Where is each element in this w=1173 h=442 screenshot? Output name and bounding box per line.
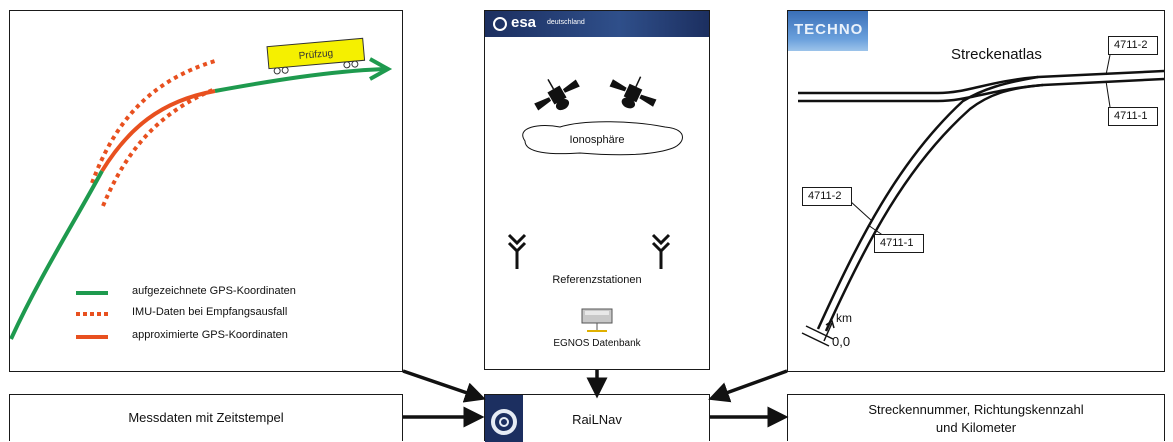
train-icon: Prüfzug <box>266 37 366 75</box>
railnav-label: RaiLNav <box>572 412 622 427</box>
origin-label: 0,0 <box>832 334 851 349</box>
satellite-icon-right <box>609 76 657 109</box>
track-label-top-2 <box>1108 36 1158 55</box>
ionosphere-cloud <box>522 121 683 156</box>
track-label-left-1-text: 4711-1 <box>880 237 914 249</box>
imu-curve-outer <box>90 59 216 184</box>
track-label-top-1 <box>1108 107 1158 126</box>
gps-track-drawing: Prüfzug <box>10 37 393 340</box>
recorded-track-lower <box>10 170 104 340</box>
esa-drawing <box>507 76 683 332</box>
streckenatlas-panel: TECHNO Streckenatlas 4711-2 4711-1 4711-… <box>787 10 1165 372</box>
imu-curve-inner <box>101 87 216 207</box>
esa-logo-subtext: deutschland <box>547 19 585 26</box>
railnav-box: RaiLNav <box>484 394 710 442</box>
legend-label-approx: approximierte GPS-Koordinaten <box>132 329 288 341</box>
database-icon <box>581 308 613 332</box>
legend-label-recorded: aufgezeichnete GPS-Koordinaten <box>132 285 296 297</box>
reference-stations-label: Referenzstationen <box>552 274 642 286</box>
result-label-line1: Streckennummer, Richtungskennzahl <box>868 402 1084 417</box>
techno-logo-text: TECHNO <box>794 21 864 38</box>
track-label-left-2-text: 4711-2 <box>808 190 842 202</box>
approx-segment <box>100 89 216 173</box>
train-label: Prüfzug <box>298 48 333 62</box>
arrow-gps-to-railnav <box>402 369 486 403</box>
esa-panel: esa deutschland <box>484 10 710 370</box>
ionosphere-label: Ionosphäre <box>569 134 625 146</box>
track-arrowhead <box>369 57 393 81</box>
result-box: Streckennummer, Richtungskennzahl und Ki… <box>787 394 1165 441</box>
measurement-data-label: Messdaten mit Zeitstempel <box>128 410 284 425</box>
arrow-atlas-to-railnav <box>708 369 788 403</box>
antenna-icon-left <box>507 233 527 269</box>
streckenatlas-title: Streckenatlas <box>951 46 1042 63</box>
railnav-logo-icon <box>485 395 523 442</box>
recorded-track-upper <box>214 67 386 93</box>
gps-track-panel: Prüfzug aufgezeichnete GPS-Koordinaten I… <box>9 10 403 372</box>
legend-label-imu: IMU-Daten bei Empfangsausfall <box>132 306 288 318</box>
esa-header: esa deutschland <box>485 11 709 37</box>
measurement-data-box: Messdaten mit Zeitstempel <box>9 394 403 441</box>
egnos-database-label: EGNOS Datenbank <box>553 338 641 349</box>
track-label-left-1 <box>874 234 924 253</box>
track-label-left-2 <box>802 187 852 206</box>
result-label-line2: und Kilometer <box>935 420 1017 435</box>
esa-logo-icon <box>493 17 507 31</box>
satellite-icon-left <box>534 79 580 111</box>
km-label: km <box>836 311 852 325</box>
track-map <box>798 54 1164 347</box>
esa-logo-text: esa <box>511 14 537 31</box>
track-label-top-2-text: 4711-2 <box>1114 39 1148 51</box>
techno-logo: TECHNO <box>788 11 868 51</box>
antenna-icon-right <box>651 233 671 269</box>
track-label-top-1-text: 4711-1 <box>1114 110 1148 122</box>
